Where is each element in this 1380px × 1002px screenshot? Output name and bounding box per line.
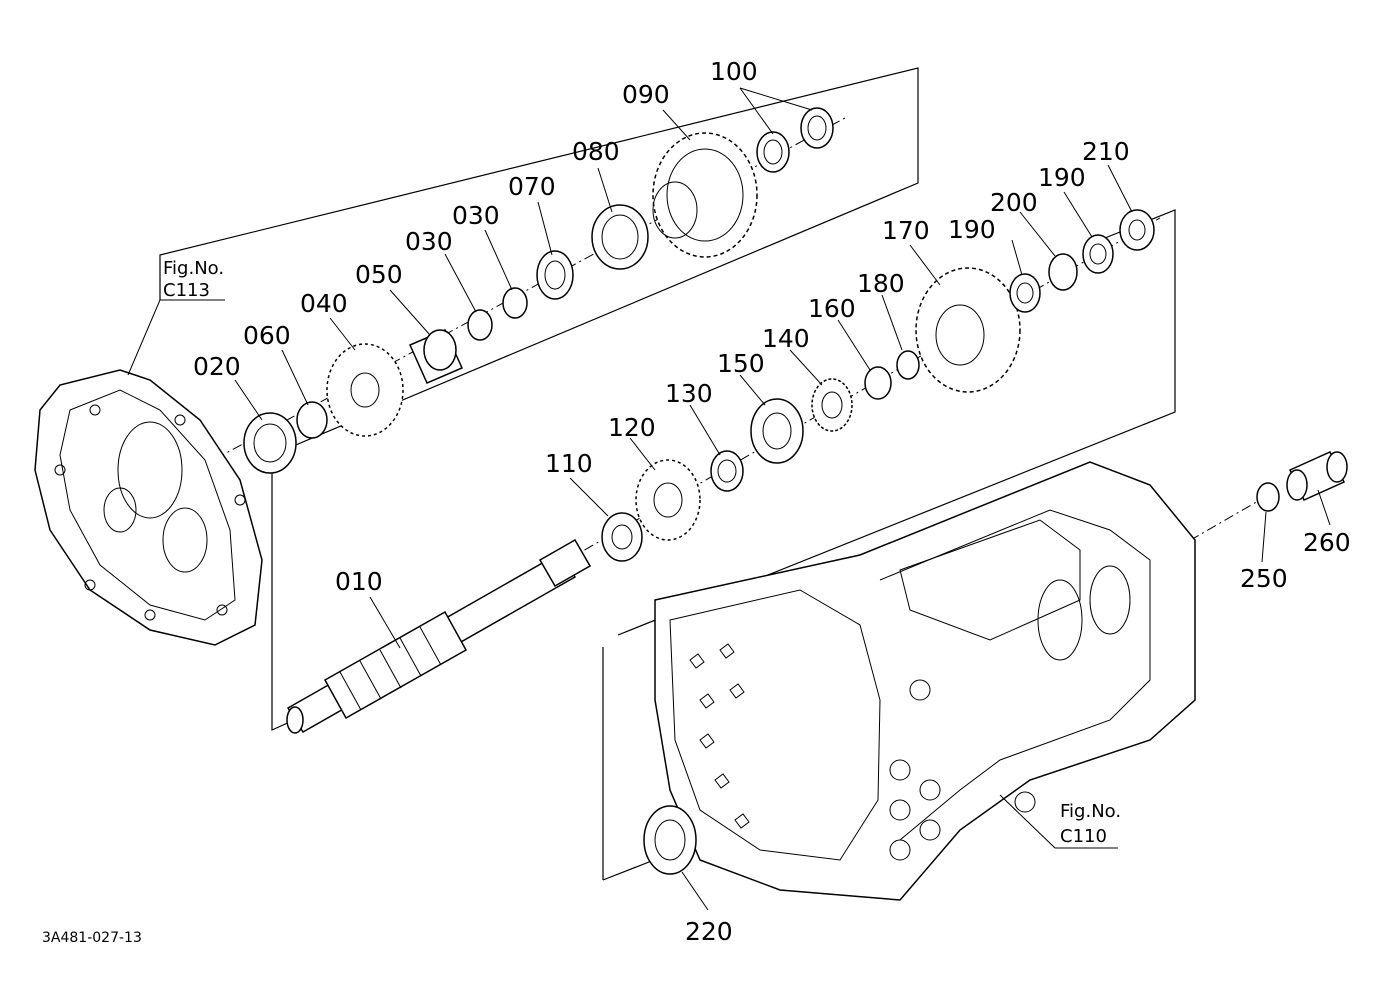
figure-ref-c110: Fig.No. C110 (1060, 801, 1121, 847)
fig-ref-c110-line2: C110 (1060, 826, 1107, 847)
needle-bearing-070 (536, 250, 574, 300)
snap-ring-160 (864, 366, 892, 400)
collar-200 (1048, 253, 1078, 291)
callout-180: 180 (857, 269, 905, 298)
ring-060 (296, 401, 328, 439)
callout-080: 080 (572, 137, 620, 166)
callout-120: 120 (608, 413, 656, 442)
main-shaft-010 (286, 538, 592, 734)
bearing-020 (243, 412, 297, 474)
callout-170: 170 (882, 216, 930, 245)
collar-050 (409, 329, 463, 384)
hub-140 (811, 378, 853, 432)
callout-labels: 010 020 030 030 040 050 060 070 080 090 … (193, 57, 1351, 946)
transmission-case (654, 461, 1196, 901)
sleeve-150 (750, 398, 804, 464)
callout-130: 130 (665, 379, 713, 408)
callout-250: 250 (1240, 564, 1288, 593)
callout-150: 150 (717, 349, 765, 378)
thrust-washer-110 (601, 512, 643, 562)
callout-160: 160 (808, 294, 856, 323)
callout-030b: 030 (452, 201, 500, 230)
ring-030a (467, 309, 493, 341)
callout-110: 110 (545, 449, 593, 478)
callout-020: 020 (193, 352, 241, 381)
gear-120 (635, 459, 701, 541)
clutch-housing (34, 369, 263, 646)
bushing-260 (1286, 451, 1348, 501)
callout-040: 040 (300, 289, 348, 318)
callout-190a: 190 (948, 215, 996, 244)
washer-210 (1119, 209, 1155, 251)
upper-shaft-axis (179, 117, 846, 479)
needle-bearings-100 (756, 107, 834, 173)
callout-220: 220 (685, 917, 733, 946)
bearing-220 (643, 805, 697, 875)
snap-ring-250 (1256, 482, 1280, 512)
bearing-190a (1009, 273, 1041, 313)
callout-140: 140 (762, 324, 810, 353)
drawing-code: 3A481-027-13 (42, 930, 142, 946)
gear-170 (915, 267, 1021, 393)
gear-090 (652, 132, 758, 258)
fig-ref-c113-line1: Fig.No. (163, 258, 224, 279)
bearing-190b (1082, 234, 1114, 274)
figure-ref-c113: Fig.No. C113 (163, 258, 224, 301)
fig-ref-c113-line2: C113 (163, 280, 210, 301)
fig-ref-c110-line1: Fig.No. (1060, 801, 1121, 822)
ring-030b (502, 287, 528, 319)
upper-group-frame (159, 67, 919, 731)
callout-060: 060 (243, 321, 291, 350)
bearing-080 (591, 204, 649, 270)
bearing-130 (710, 450, 744, 492)
callout-010: 010 (335, 567, 383, 596)
callout-190b: 190 (1038, 163, 1086, 192)
callout-210: 210 (1082, 137, 1130, 166)
callout-030a: 030 (405, 227, 453, 256)
ring-180 (896, 350, 920, 380)
callout-070: 070 (508, 172, 556, 201)
leader-lines (127, 87, 1331, 911)
callout-050: 050 (355, 260, 403, 289)
gear-040 (326, 343, 404, 437)
callout-200: 200 (990, 188, 1038, 217)
callout-090: 090 (622, 80, 670, 109)
callout-100: 100 (710, 57, 758, 86)
callout-260: 260 (1303, 528, 1351, 557)
